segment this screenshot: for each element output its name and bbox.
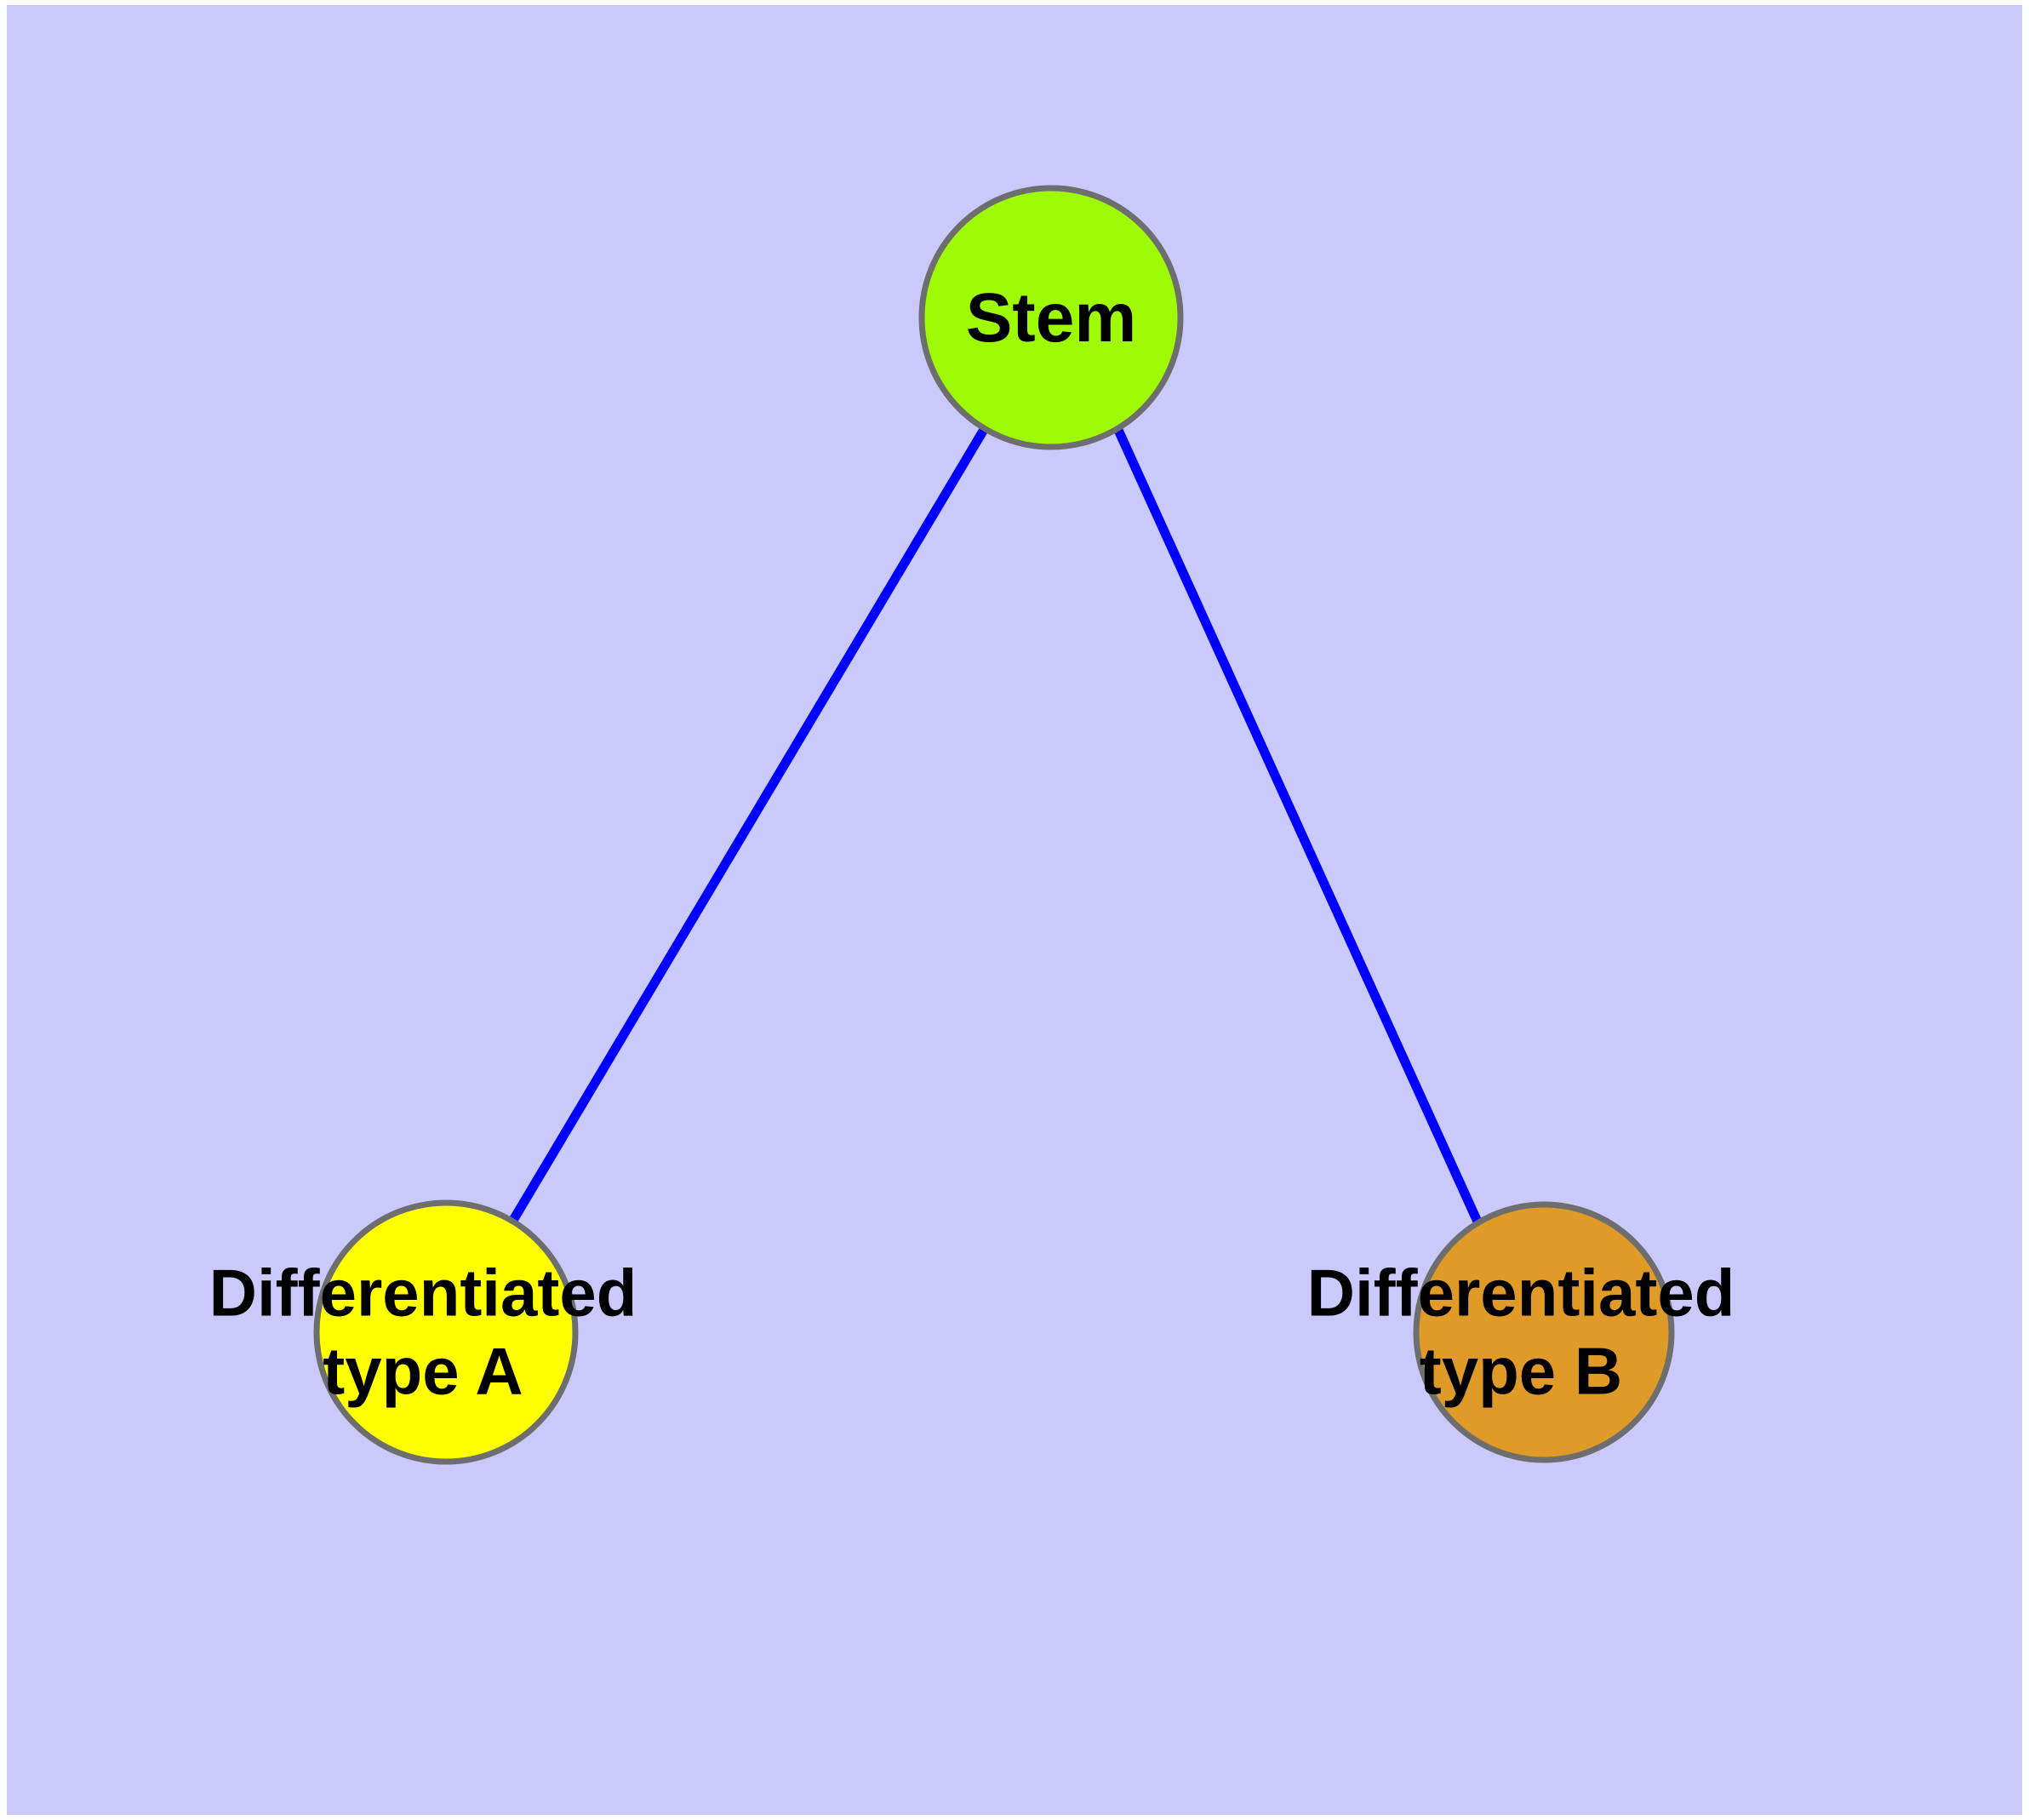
node-circle-diff_a[interactable] xyxy=(313,1199,579,1465)
node-label-line: Stem xyxy=(966,279,1137,357)
node-label-stem: Stem xyxy=(966,279,1137,357)
graph-edge-stem-to-diff_b[interactable] xyxy=(1112,426,1483,1224)
node-circle-stem[interactable] xyxy=(918,185,1184,450)
node-label-line: type B xyxy=(1420,1334,1622,1409)
edges-group xyxy=(508,426,1483,1224)
node-label-line: Differentiated xyxy=(1307,1256,1735,1331)
node-label-line: type A xyxy=(323,1334,523,1409)
node-circle-diff_b[interactable] xyxy=(1413,1201,1675,1463)
graph-node-stem[interactable]: Stem xyxy=(918,185,1184,450)
graph-edge-stem-to-diff_a[interactable] xyxy=(508,426,989,1224)
node-label-line: Differentiated xyxy=(209,1256,637,1331)
